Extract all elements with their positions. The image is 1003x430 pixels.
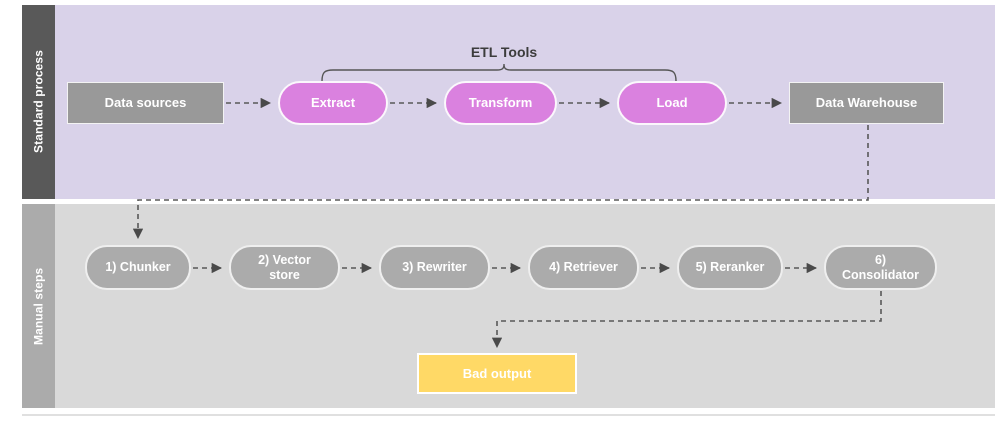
node-reranker[interactable]: 5) Reranker bbox=[677, 245, 783, 290]
lane-label-manual-steps: Manual steps bbox=[22, 204, 55, 408]
node-vector-store[interactable]: 2) Vector store bbox=[229, 245, 340, 290]
node-vector-store-line1: 2) Vector bbox=[258, 252, 311, 267]
node-extract[interactable]: Extract bbox=[278, 81, 388, 125]
node-transform[interactable]: Transform bbox=[444, 81, 557, 125]
node-load[interactable]: Load bbox=[617, 81, 727, 125]
node-consolidator-line1: 6) bbox=[874, 252, 887, 267]
node-data-warehouse[interactable]: Data Warehouse bbox=[789, 82, 944, 124]
node-rewriter[interactable]: 3) Rewriter bbox=[379, 245, 490, 290]
node-chunker[interactable]: 1) Chunker bbox=[85, 245, 191, 290]
bottom-divider bbox=[22, 414, 995, 416]
etl-tools-bracket-label: ETL Tools bbox=[470, 44, 538, 60]
lane-label-standard-process: Standard process bbox=[22, 5, 55, 199]
node-consolidator[interactable]: 6) Consolidator bbox=[824, 245, 937, 290]
node-retriever[interactable]: 4) Retriever bbox=[528, 245, 639, 290]
node-bad-output[interactable]: Bad output bbox=[417, 353, 577, 394]
node-consolidator-line2: Consolidator bbox=[841, 267, 920, 282]
node-data-sources[interactable]: Data sources bbox=[67, 82, 224, 124]
node-vector-store-line2: store bbox=[269, 267, 300, 282]
